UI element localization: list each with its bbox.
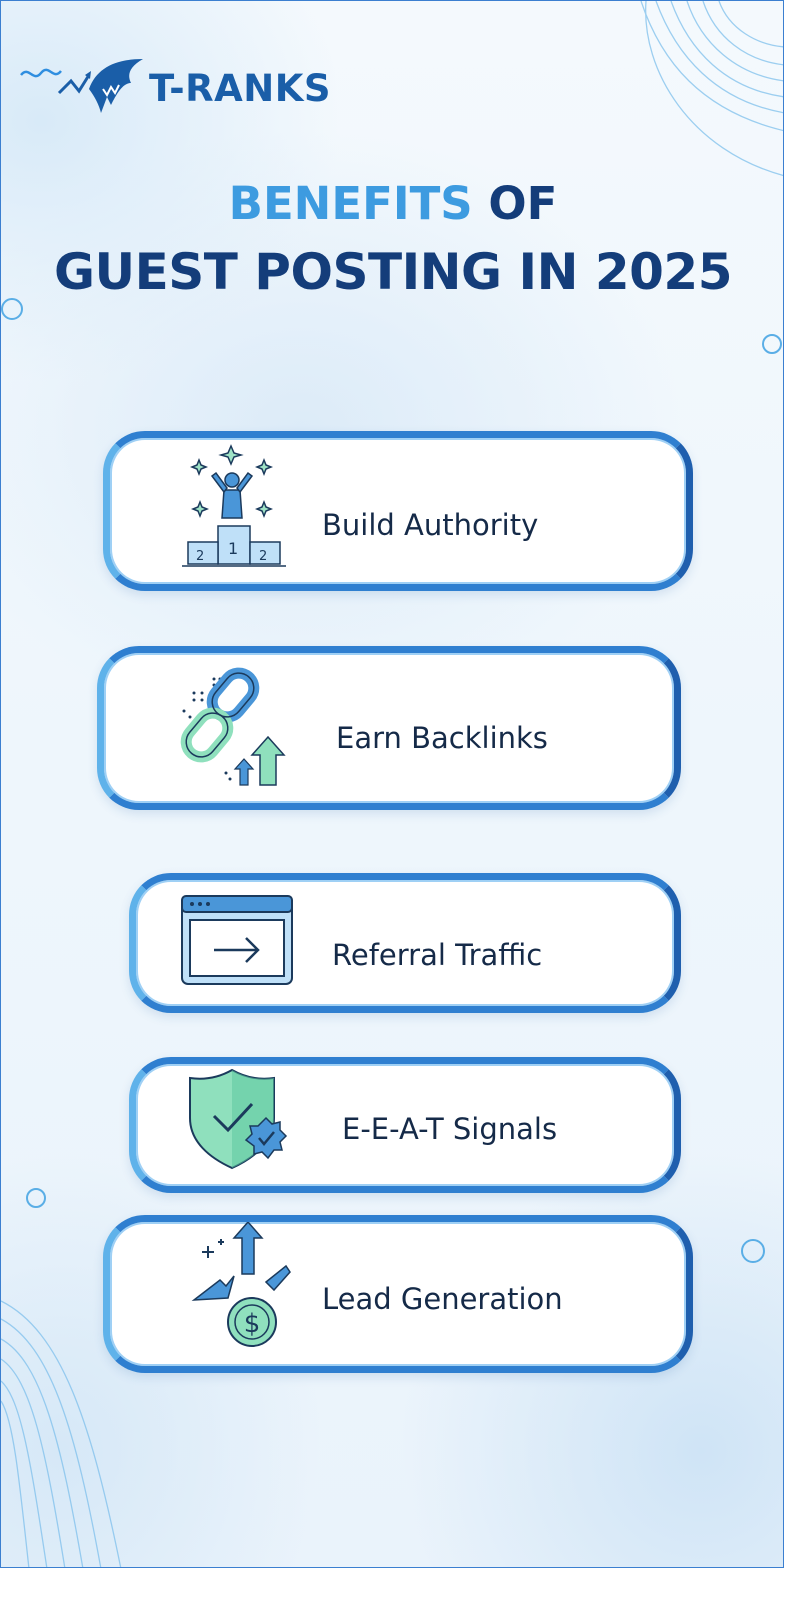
podium-number-first: 1	[228, 539, 238, 558]
benefit-label: Earn Backlinks	[336, 721, 548, 755]
podium-winner-icon: 1 2 2	[182, 444, 286, 567]
title-rest: OF	[488, 177, 558, 230]
chain-link-icon	[180, 667, 286, 786]
benefit-card-referral-traffic: Referral Traffic	[129, 873, 681, 1013]
infographic-page: T-RANKS BENEFITS OF GUEST POSTING IN 202…	[0, 0, 784, 1568]
svg-text:$: $	[244, 1309, 261, 1339]
background-decoration	[1, 1, 783, 1567]
benefit-card-lead-generation: $ Lead Generation	[103, 1215, 693, 1373]
podium-number-right: 2	[259, 549, 267, 564]
browser-arrow-icon	[181, 895, 293, 985]
benefit-card-build-authority: 1 2 2 Build Authority	[103, 431, 693, 591]
page-title-line-1: BENEFITS OF	[1, 177, 783, 230]
benefit-label: Referral Traffic	[332, 938, 543, 972]
title-accent: BENEFITS	[228, 177, 473, 230]
brand-name: T-RANKS	[149, 66, 332, 110]
page-title-line-2: GUEST POSTING IN 2025	[53, 243, 733, 301]
benefit-card-eeat-signals: E-E-A-T Signals	[129, 1057, 681, 1193]
dollar-growth-icon: $	[191, 1222, 291, 1347]
brand-logo[interactable]: T-RANKS	[19, 53, 331, 123]
podium-number-left: 2	[196, 549, 204, 564]
shark-graph-icon	[20, 59, 143, 113]
benefit-card-earn-backlinks: Earn Backlinks	[97, 646, 681, 810]
benefit-label: Lead Generation	[322, 1282, 563, 1316]
benefit-label: E-E-A-T Signals	[342, 1112, 558, 1146]
benefit-label: Build Authority	[322, 508, 539, 542]
shield-check-icon	[189, 1068, 288, 1170]
